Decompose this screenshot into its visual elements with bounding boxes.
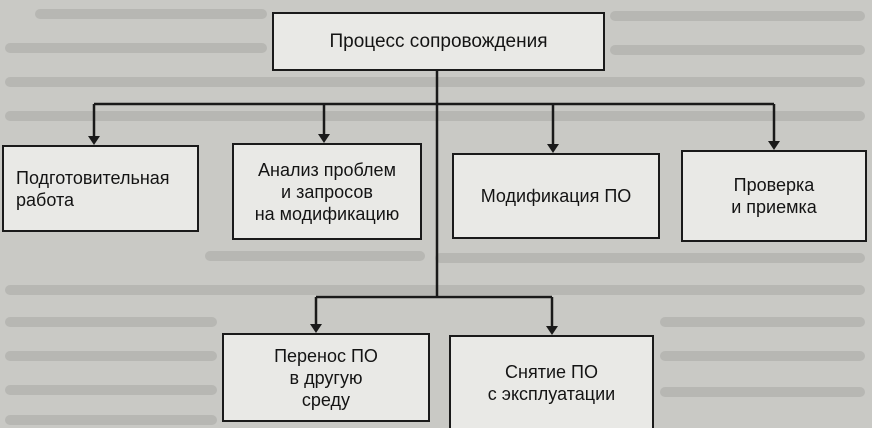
arrowhead-modification xyxy=(547,144,559,153)
node-review-acceptance: Проверка и приемка xyxy=(681,150,867,242)
node-software-modification: Модификация ПО xyxy=(452,153,660,239)
node-preparatory-work: Подготовительная работа xyxy=(2,145,199,232)
arrowhead-remove xyxy=(546,326,558,335)
arrowhead-move xyxy=(310,324,322,333)
node-retirement: Снятие ПО с эксплуатации xyxy=(449,335,654,428)
arrowhead-prep xyxy=(88,136,100,145)
root-node-maintenance-process: Процесс сопровождения xyxy=(272,12,605,71)
arrowhead-analysis xyxy=(318,134,330,143)
arrowhead-check xyxy=(768,141,780,150)
node-problem-analysis: Анализ проблем и запросов на модификацию xyxy=(232,143,422,240)
node-migration: Перенос ПО в другую среду xyxy=(222,333,430,422)
